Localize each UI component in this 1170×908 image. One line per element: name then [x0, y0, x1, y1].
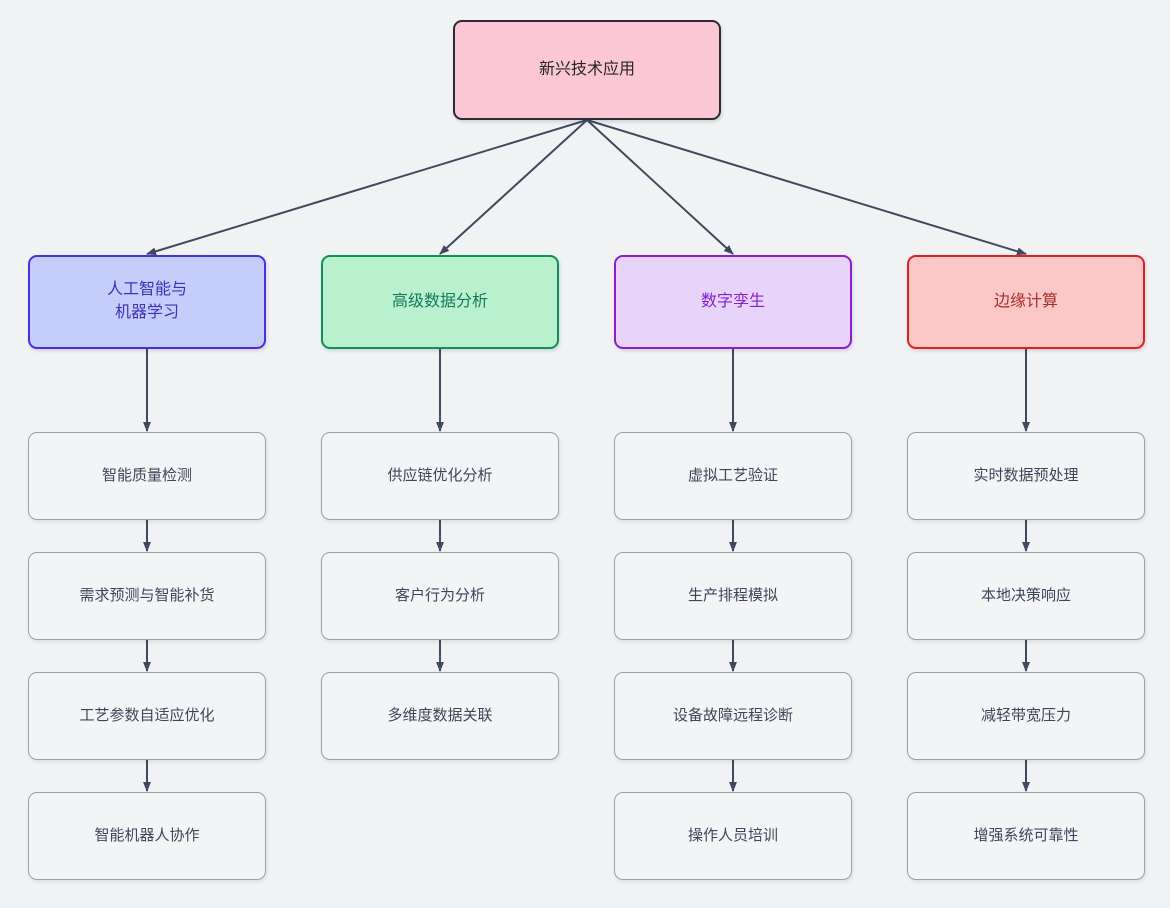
- edge-root-to-twin: [586, 119, 734, 255]
- node-leaf-data-1[interactable]: 供应链优化分析: [321, 432, 559, 520]
- node-category-edge[interactable]: 边缘计算: [907, 255, 1145, 349]
- node-leaf-edge-1[interactable]: 实时数据预处理: [907, 432, 1145, 520]
- edge-root-to-edge: [586, 119, 1027, 256]
- edge-root-to-data: [439, 119, 588, 255]
- node-leaf-twin-3[interactable]: 设备故障远程诊断: [614, 672, 852, 760]
- node-leaf-ai-1[interactable]: 智能质量检测: [28, 432, 266, 520]
- node-leaf-edge-4[interactable]: 增强系统可靠性: [907, 792, 1145, 880]
- node-category-twin[interactable]: 数字孪生: [614, 255, 852, 349]
- node-leaf-data-2[interactable]: 客户行为分析: [321, 552, 559, 640]
- node-category-ai[interactable]: 人工智能与 机器学习: [28, 255, 266, 349]
- node-leaf-twin-4[interactable]: 操作人员培训: [614, 792, 852, 880]
- node-leaf-twin-2[interactable]: 生产排程模拟: [614, 552, 852, 640]
- node-leaf-ai-2[interactable]: 需求预测与智能补货: [28, 552, 266, 640]
- node-leaf-data-3[interactable]: 多维度数据关联: [321, 672, 559, 760]
- node-leaf-edge-2[interactable]: 本地决策响应: [907, 552, 1145, 640]
- node-leaf-ai-3[interactable]: 工艺参数自适应优化: [28, 672, 266, 760]
- node-category-data[interactable]: 高级数据分析: [321, 255, 559, 349]
- node-leaf-ai-4[interactable]: 智能机器人协作: [28, 792, 266, 880]
- node-leaf-twin-1[interactable]: 虚拟工艺验证: [614, 432, 852, 520]
- edge-root-to-ai: [146, 119, 588, 256]
- node-root[interactable]: 新兴技术应用: [453, 20, 721, 120]
- node-leaf-edge-3[interactable]: 减轻带宽压力: [907, 672, 1145, 760]
